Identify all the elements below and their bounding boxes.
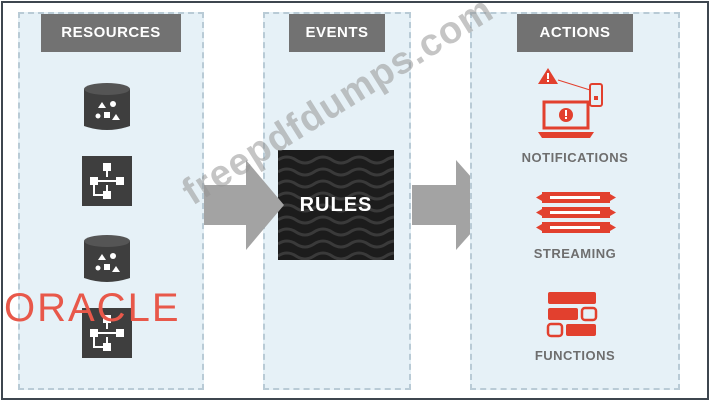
streaming-label: STREAMING <box>533 246 617 261</box>
notification-laptop-icon <box>538 68 603 138</box>
resources-header: RESOURCES <box>41 14 181 52</box>
events-header: EVENTS <box>289 14 385 52</box>
streaming-icon <box>536 192 616 233</box>
functions-icon <box>546 292 598 338</box>
database-icon <box>84 83 130 130</box>
workflow-icon <box>82 308 132 358</box>
workflow-icon <box>82 156 132 206</box>
functions-label: FUNCTIONS <box>534 348 616 363</box>
database-icon <box>84 235 130 282</box>
wave-pattern <box>278 155 394 260</box>
notifications-label: NOTIFICATIONS <box>521 150 629 165</box>
rules-block: RULES <box>278 150 394 260</box>
oracle-logo: ORACLE <box>4 286 181 330</box>
actions-header: ACTIONS <box>517 14 633 52</box>
rules-label: RULES <box>299 194 373 216</box>
arrow-right-icon <box>204 160 284 250</box>
